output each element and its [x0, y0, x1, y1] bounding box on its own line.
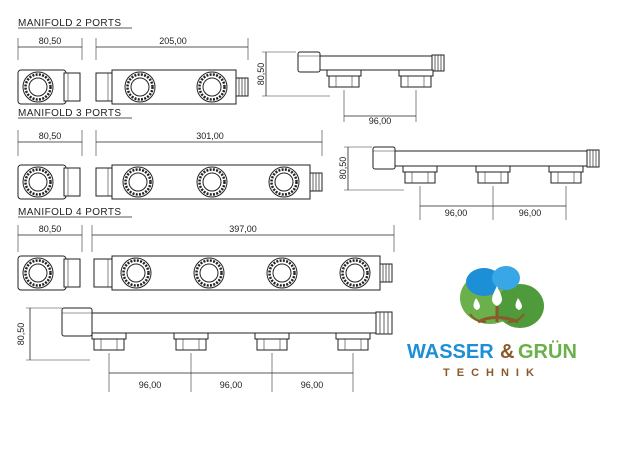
- side-view: 80,50 96,00 96,00: [338, 146, 600, 220]
- spacing-dim-label: 96,00: [369, 116, 392, 126]
- length-dim-label: 205,00: [159, 36, 187, 46]
- top-view: [95, 69, 249, 105]
- top-view: [93, 255, 393, 291]
- end-dimension: 80,50: [17, 130, 83, 156]
- length-dimension: 301,00: [95, 130, 323, 156]
- height-dim-label: 80,50: [256, 63, 266, 86]
- end-dimension: 80,50: [17, 224, 83, 252]
- section-3-ports: MANIFOLD 3 PORTS 80,50 301,00: [17, 108, 600, 220]
- top-view: [95, 164, 323, 200]
- logo-ampersand: &: [500, 341, 514, 363]
- section-title: MANIFOLD 3 PORTS: [18, 108, 121, 119]
- spacing-dim-label: 96,00: [220, 380, 243, 390]
- length-dimension: 205,00: [95, 36, 249, 60]
- section-4-ports: MANIFOLD 4 PORTS 80,50 397,00: [16, 207, 395, 392]
- length-dim-label: 397,00: [229, 224, 257, 234]
- end-view: [17, 255, 81, 291]
- end-dim-label: 80,50: [39, 36, 62, 46]
- length-dim-label: 301,00: [196, 131, 224, 141]
- logo-word-gruen: GRÜN: [518, 340, 577, 363]
- side-view: 80,50 96,00 96,00 96,00: [16, 307, 393, 392]
- section-2-ports: MANIFOLD 2 PORTS 80,50 205,00: [17, 18, 445, 126]
- section-title: MANIFOLD 2 PORTS: [18, 18, 121, 29]
- end-view: [17, 164, 81, 200]
- leaf-drop-emblem: [460, 266, 544, 328]
- length-dimension: 397,00: [91, 224, 395, 252]
- spacing-dim-label: 96,00: [445, 208, 468, 218]
- end-dimension: 80,50: [17, 36, 83, 60]
- height-dim-label: 80,50: [16, 323, 26, 346]
- end-view: [17, 69, 81, 105]
- end-dim-label: 80,50: [39, 131, 62, 141]
- spacing-dim-label: 96,00: [519, 208, 542, 218]
- spacing-dim-label: 96,00: [301, 380, 324, 390]
- side-view: 80,50 96,00: [256, 51, 445, 126]
- brand-logo: WASSER & GRÜN TECHNIK: [407, 266, 577, 379]
- spacing-dim-label: 96,00: [139, 380, 162, 390]
- logo-tagline: TECHNIK: [443, 367, 541, 379]
- section-title: MANIFOLD 4 PORTS: [18, 207, 121, 218]
- height-dim-label: 80,50: [338, 157, 348, 180]
- logo-word-wasser: WASSER: [407, 341, 494, 363]
- end-dim-label: 80,50: [39, 224, 62, 234]
